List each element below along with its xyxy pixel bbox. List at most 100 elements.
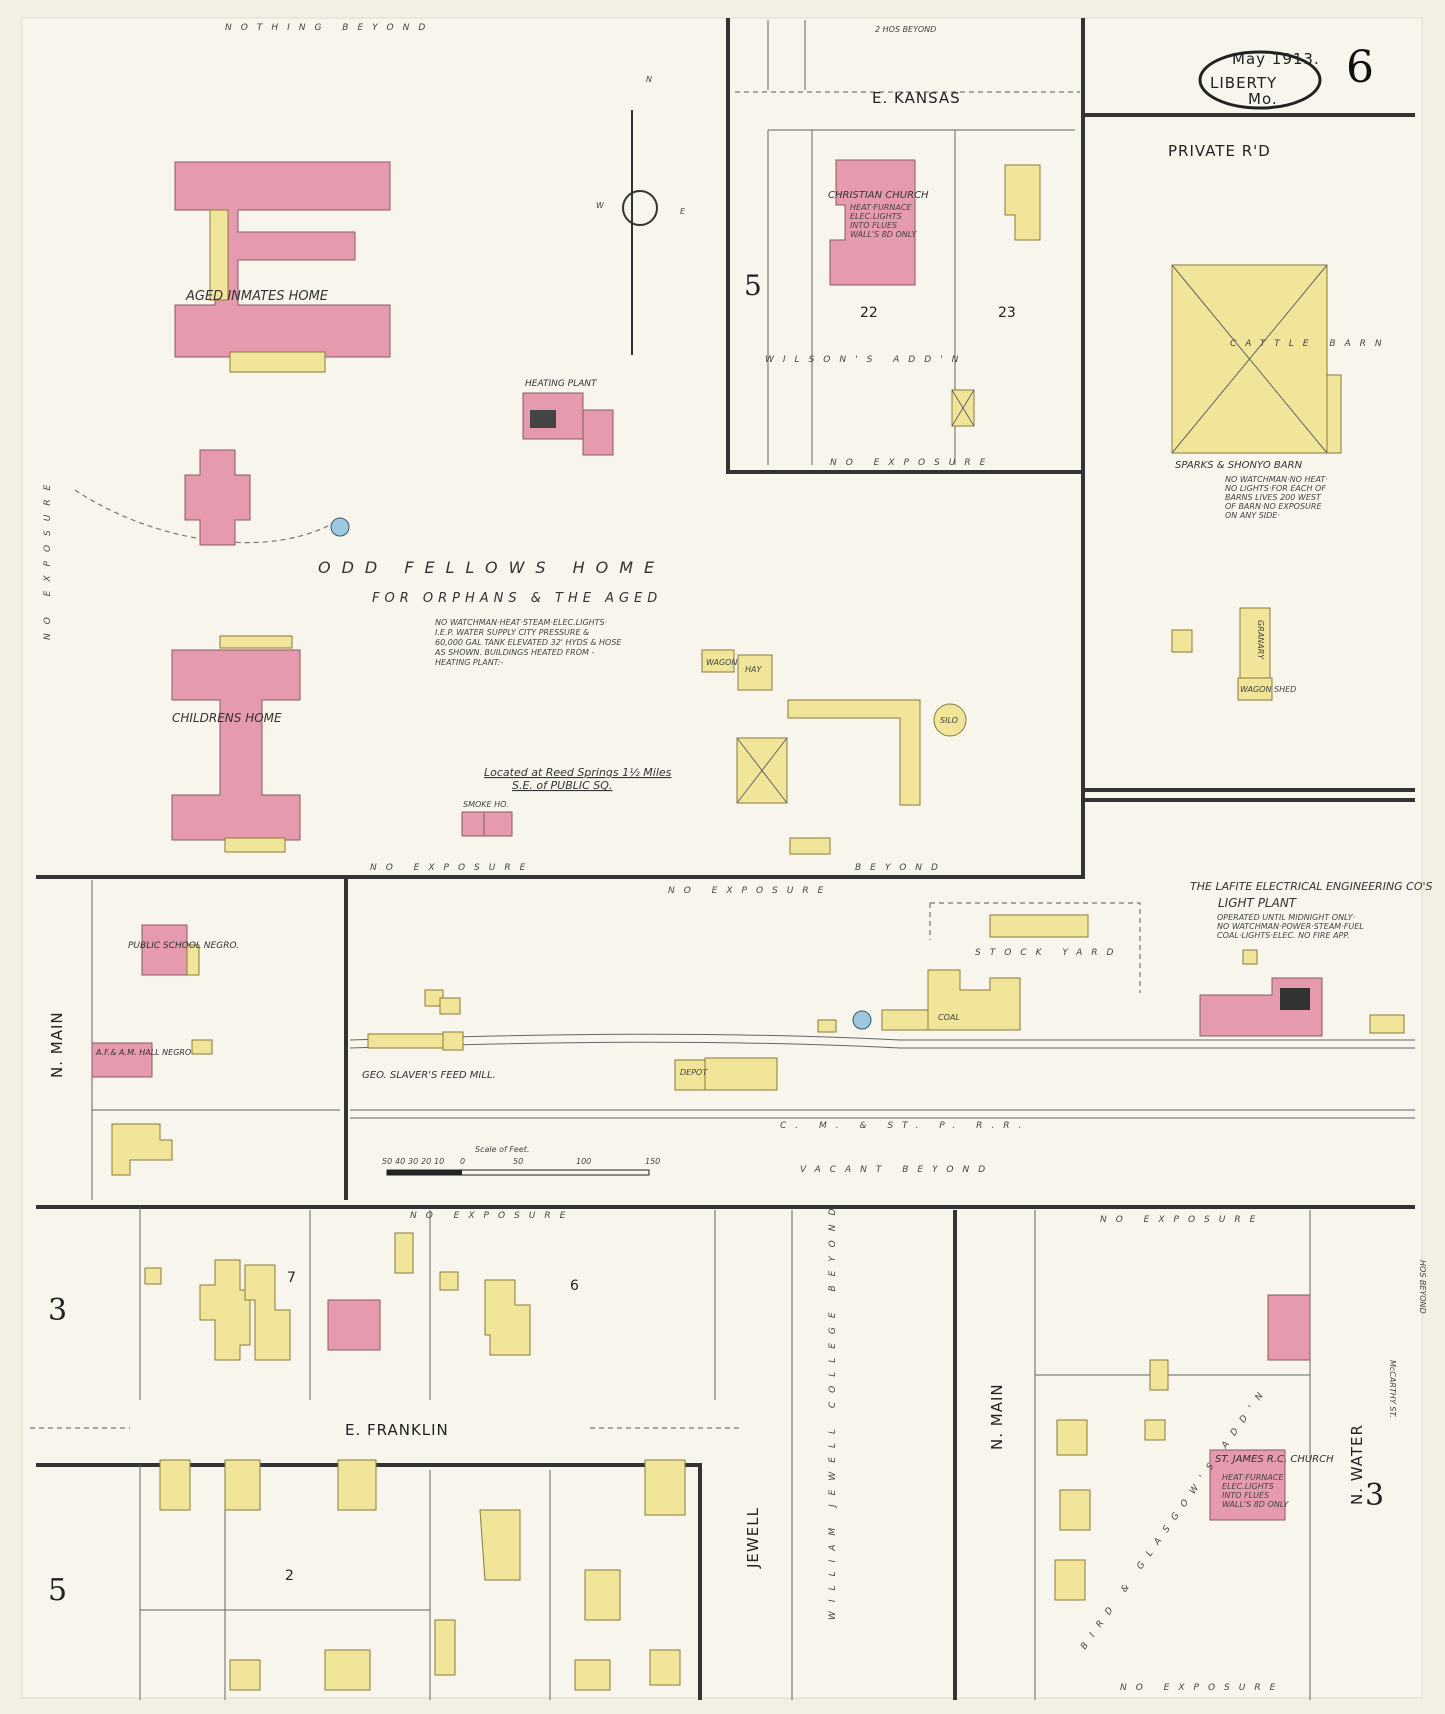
map-city: LIBERTY xyxy=(1210,74,1277,92)
notes-church-0-label: HEAT·FURNACE xyxy=(850,203,912,212)
notes-st-james-1-label: ELEC.LIGHTS xyxy=(1222,1482,1274,1491)
scale-title-label: Scale of Feet. xyxy=(475,1145,529,1154)
note-beyond: BEYOND xyxy=(855,863,947,873)
note-no-exposure: NO EXPOSURE xyxy=(410,1211,574,1221)
note-no-exposure: NO EXPOSURE xyxy=(830,458,994,468)
places-depot-label: DEPOT xyxy=(680,1068,708,1077)
note-no-exposure: NO EXPOSURE xyxy=(1100,1215,1264,1225)
compass-e-label: E xyxy=(680,207,686,216)
map-state: Mo. xyxy=(1248,90,1278,108)
building xyxy=(184,449,251,546)
notes-odd-fellows-0-label: NO WATCHMAN·HEAT·STEAM·ELEC.LIGHTS· xyxy=(435,618,607,627)
notes-st-james-2-label: INTO FLUES xyxy=(1222,1491,1269,1500)
places-public-school-label: PUBLIC SCHOOL NEGRO. xyxy=(128,941,239,951)
places-light-plant-label: LIGHT PLANT xyxy=(1218,896,1298,910)
notes-barn-0-label: NO WATCHMAN·NO HEAT· xyxy=(1225,475,1328,484)
railroad-area: GEO. SLAVER'S FEED MILL. STOCK YARD COAL… xyxy=(362,902,1141,1091)
places-coal-label: COAL xyxy=(938,1013,960,1022)
block-numbers-5-label: 7 xyxy=(287,1270,296,1286)
note-vacant-beyond: VACANT BEYOND xyxy=(800,1165,994,1175)
notes-barn-3-label: OF BARN·NO EXPOSURE xyxy=(1225,502,1322,511)
street-n-main-left: N. MAIN xyxy=(48,1011,66,1078)
notes-church-3-label: WALL'S 8D ONLY xyxy=(850,230,917,239)
street-n-water: N. WATER xyxy=(1348,1424,1366,1505)
places-smoke-ho-label: SMOKE HO. xyxy=(463,800,509,809)
scale-ticks-7-label: 100 xyxy=(576,1157,591,1166)
location-note-2: S.E. of PUBLIC SQ. xyxy=(512,779,612,792)
public-school: PUBLIC SCHOOL NEGRO. A.F.& A.M. HALL NEG… xyxy=(91,924,239,1176)
street-n-main-right: N. MAIN xyxy=(988,1383,1006,1450)
scale-ticks-3-label: 20 xyxy=(421,1157,431,1166)
scale-ticks-1-label: 40 xyxy=(395,1157,405,1166)
note-no-exposure: NO EXPOSURE xyxy=(668,886,832,896)
places-wagon-shed-label: WAGON SHED xyxy=(1240,685,1296,694)
block-numbers-1-label: 22 xyxy=(860,305,878,321)
places-sparks-barn-label: SPARKS & SHONYO BARN xyxy=(1175,460,1303,471)
block-numbers-2-label: 23 xyxy=(998,305,1016,321)
childrens-home-label: CHILDRENS HOME xyxy=(172,711,282,725)
note-no-exposure: NO EXPOSURE xyxy=(43,476,53,640)
notes-st-james-3-label: WALL'S 8D ONLY xyxy=(1222,1500,1289,1509)
notes-barn-2-label: BARNS LIVES 200 WEST xyxy=(1225,493,1322,502)
railroad-label: C. M. & ST. P. R.R. xyxy=(780,1121,1030,1131)
compass-rose: N W E xyxy=(596,75,686,355)
note-no-exposure: NO EXPOSURE xyxy=(370,863,534,873)
title-cartouche: May 1913. LIBERTY Mo. 6 xyxy=(1198,42,1374,110)
aged-inmates-home: AGED INMATES HOME xyxy=(174,161,391,373)
location-note: Located at Reed Springs 1½ Miles xyxy=(484,766,672,779)
odd-fellows-notes: NO WATCHMAN·HEAT·STEAM·ELEC.LIGHTS· I.E.… xyxy=(434,618,622,667)
notes-church-2-label: INTO FLUES xyxy=(850,221,897,230)
places-william-jewell-label: WILLIAM JEWELL COLLEGE BEYOND xyxy=(828,1200,838,1620)
places-granary-label: GRANARY xyxy=(1256,620,1265,660)
places-light-plant-title-label: THE LAFITE ELECTRICAL ENGINEERING CO'S xyxy=(1190,880,1433,893)
compass-n-label: N xyxy=(646,75,652,84)
block-numbers-7-label: 3 xyxy=(1365,1478,1384,1513)
street-e-franklin: E. FRANKLIN xyxy=(345,1421,449,1439)
aged-inmates-label: AGED INMATES HOME xyxy=(185,289,329,304)
places-christian-church-label: CHRISTIAN CHURCH xyxy=(828,190,929,201)
sheet-number: 6 xyxy=(1346,42,1374,93)
heating-plant: HEATING PLANT xyxy=(522,379,614,456)
notes-odd-fellows-3-label: AS SHOWN. BUILDINGS HEATED FROM - xyxy=(434,648,594,657)
notes-odd-fellows-1-label: I.E.P. WATER SUPPLY CITY PRESSURE & xyxy=(435,628,589,637)
water-tank xyxy=(330,517,350,537)
cattle-barn: CATTLE BARN SPARKS & SHONYO BARN NO WATC… xyxy=(1171,264,1382,701)
childrens-home: CHILDRENS HOME xyxy=(171,635,301,853)
farm-buildings: WAGON HAY SILO SMOKE HO. xyxy=(461,649,967,855)
notes-barn-4-label: ON ANY SIDE· xyxy=(1225,511,1280,520)
notes-light-plant-0-label: OPERATED UNTIL MIDNIGHT ONLY· xyxy=(1217,913,1355,922)
street-jewell: JEWELL xyxy=(744,1507,762,1569)
street-mccarthy: McCARTHY ST. xyxy=(1388,1360,1397,1418)
scale-ticks-4-label: 10 xyxy=(434,1157,444,1166)
places-wagon-label: WAGON xyxy=(706,658,737,667)
notes-light-plant-1-label: NO WATCHMAN·POWER·STEAM·FUEL xyxy=(1217,922,1364,931)
note-no-exposure: NO EXPOSURE xyxy=(1120,1683,1284,1693)
scale-ticks-6-label: 50 xyxy=(513,1157,523,1166)
places-stock-yard-label: STOCK YARD xyxy=(975,948,1122,958)
places-silo-label: SILO xyxy=(940,716,958,725)
places-hay-label: HAY xyxy=(745,665,762,674)
note-two-hos-beyond: 2 HOS BEYOND xyxy=(875,25,936,34)
lower-blocks: 3 5 7 6 3 2 WILLIAM JEWELL COLLEGE BEYON… xyxy=(48,1200,1384,1691)
note-nothing-beyond: NOTHING BEYOND xyxy=(225,23,434,33)
places-feed-mill-label: GEO. SLAVER'S FEED MILL. xyxy=(362,1070,496,1081)
scale-ticks-5-label: 0 xyxy=(460,1157,465,1166)
places-wilsons-add-label: WILSON'S ADD'N xyxy=(765,355,967,365)
scale-ticks-2-label: 30 xyxy=(408,1157,418,1166)
notes-odd-fellows-4-label: HEATING PLANT:- xyxy=(435,658,504,667)
street-labels: E. KANSAS PRIVATE R'D N. MAIN E. FRANKLI… xyxy=(48,89,1397,1569)
street-private-rd: PRIVATE R'D xyxy=(1168,142,1271,160)
scale-ticks-8-label: 150 xyxy=(645,1157,660,1166)
heating-plant-label: HEATING PLANT xyxy=(525,379,598,389)
odd-fellows-label: ODD FELLOWS HOME xyxy=(318,558,665,577)
block-numbers-3-label: 3 xyxy=(48,1293,67,1328)
light-plant: THE LAFITE ELECTRICAL ENGINEERING CO'S L… xyxy=(1190,880,1433,1037)
notes-light-plant-2-label: COAL·LIGHTS·ELEC. NO FIRE APP. xyxy=(1217,931,1350,940)
block-numbers-0-label: 5 xyxy=(744,269,762,302)
notes-st-james-0-label: HEAT·FURNACE xyxy=(1222,1473,1284,1482)
christian-church: CHRISTIAN CHURCH HEAT·FURNACEELEC.LIGHTS… xyxy=(744,159,1041,427)
block-numbers-4-label: 5 xyxy=(48,1573,67,1608)
orphans-label: FOR ORPHANS & THE AGED xyxy=(372,591,662,606)
block-numbers-6-label: 6 xyxy=(570,1278,579,1294)
